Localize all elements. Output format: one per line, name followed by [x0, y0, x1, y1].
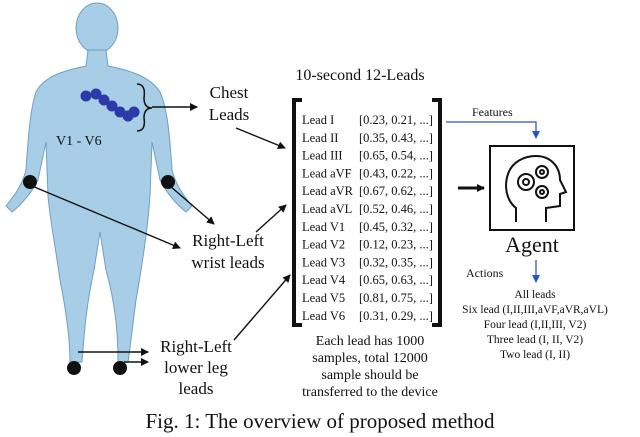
lead-name: Lead III — [302, 149, 343, 163]
chest-electrode-dot — [80, 90, 92, 102]
action-item: Two lead (I, II) — [500, 349, 570, 361]
lead-name: Lead aVF — [302, 166, 352, 180]
action-item: Four lead (I,II,III, V2) — [484, 319, 587, 331]
leg-leads-label-line3: leads — [179, 379, 214, 398]
matrix-title: 10-second 12-Leads — [295, 67, 424, 84]
chest-leads-label-line1: Chest — [210, 83, 249, 102]
lead-name: Lead aVL — [302, 202, 352, 216]
actions-label: Actions — [466, 266, 504, 280]
lead-values: [0.32, 0.35, ...] — [359, 255, 433, 269]
matrix-note-line2: samples, total 12000 — [312, 351, 428, 366]
lead-name: Lead II — [302, 131, 338, 145]
action-item: Three lead (I, II, V2) — [487, 334, 583, 346]
matrix-left-bracket — [292, 98, 302, 327]
agent-head-gears-icon — [505, 154, 568, 222]
lead-name: Lead V2 — [302, 238, 345, 252]
action-item: Six lead (I,II,III,aVF,aVR,aVL) — [462, 304, 608, 316]
lead-name: Lead I — [302, 113, 334, 127]
figure-caption: Fig. 1: The overview of proposed method — [146, 409, 495, 433]
agent-label: Agent — [505, 232, 559, 257]
leg-leads-label-line1: Right-Left — [160, 337, 232, 356]
v1-v6-label: V1 - V6 — [56, 134, 102, 149]
wrist-leads-label-line2: wrist leads — [191, 253, 264, 272]
lead-values: [0.45, 0.32, ...] — [359, 220, 433, 234]
lead-name: Lead V4 — [302, 273, 346, 287]
lead-values: [0.31, 0.29, ...] — [359, 309, 433, 323]
chest-brace — [136, 83, 153, 132]
lead-values: [0.43, 0.22, ...] — [359, 166, 433, 180]
body-shape — [5, 49, 193, 363]
matrix-note-line3: sample should be — [321, 368, 418, 383]
lead-name: Lead aVR — [302, 184, 354, 198]
left-leg-electrode — [113, 361, 127, 375]
lead-name: Lead V3 — [302, 255, 345, 269]
lead-matrix: Lead I [0.23, 0.21, ...] Lead II [0.35, 0.4… — [302, 113, 433, 323]
body-arrows — [31, 103, 291, 366]
lead-values: [0.12, 0.23, ...] — [359, 238, 433, 252]
lead-values: [0.81, 0.75, ...] — [359, 291, 433, 305]
head-shape — [75, 2, 119, 54]
features-label: Features — [472, 105, 513, 119]
chest-electrode-dot — [128, 106, 140, 118]
action-item: All leads — [514, 289, 556, 301]
chest-electrode-dot — [90, 88, 102, 100]
lead-name: Lead V5 — [302, 291, 345, 305]
lead-values: [0.23, 0.21, ...] — [359, 113, 433, 127]
lead-name: Lead V1 — [302, 220, 345, 234]
matrix-note-line4: transferred to the device — [302, 385, 438, 400]
wrist-leads-label-line1: Right-Left — [192, 231, 264, 250]
lead-values: [0.65, 0.63, ...] — [359, 273, 433, 287]
lead-values: [0.65, 0.54, ...] — [359, 149, 433, 163]
features-arrow — [446, 121, 540, 139]
lead-values: [0.35, 0.43, ...] — [359, 131, 433, 145]
left-wrist-electrode — [161, 175, 175, 189]
matrix-right-bracket — [432, 98, 442, 327]
chest-electrodes — [80, 88, 140, 122]
chest-electrode-dot — [106, 100, 118, 112]
matrix-note-line1: Each lead has 1000 — [316, 334, 424, 349]
chest-electrode-dot — [98, 94, 110, 106]
right-wrist-electrode — [23, 175, 37, 189]
lead-values: [0.67, 0.62, ...] — [359, 184, 433, 198]
lead-name: Lead V6 — [302, 309, 345, 323]
human-body-illustration — [5, 2, 193, 363]
lead-values: [0.52, 0.46, ...] — [359, 202, 433, 216]
right-leg-electrode — [67, 361, 81, 375]
chest-leads-label-line2: Leads — [209, 105, 250, 124]
leg-leads-label-line2: lower leg — [164, 358, 228, 377]
